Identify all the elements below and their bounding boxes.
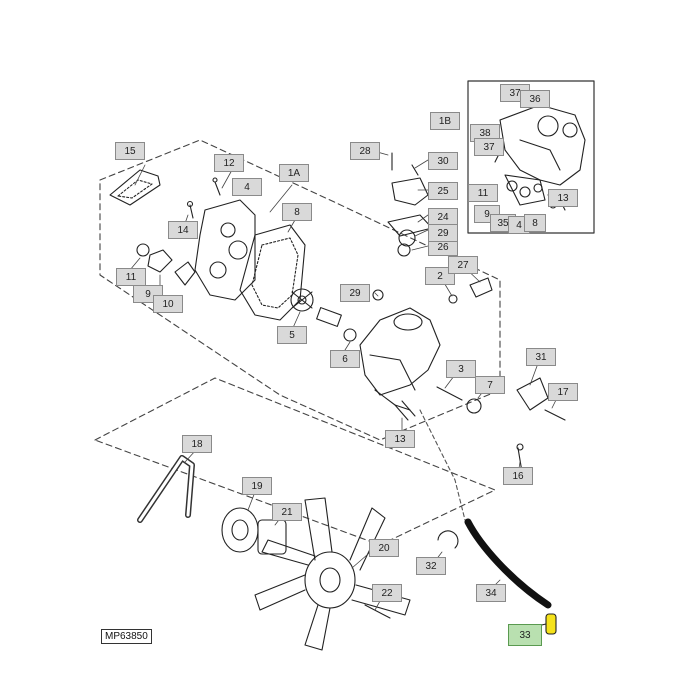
hose-clamp — [437, 530, 459, 549]
callout-11b[interactable]: 11 — [468, 184, 498, 202]
callout-36[interactable]: 36 — [520, 90, 550, 108]
callout-12[interactable]: 12 — [214, 154, 244, 172]
callout-21[interactable]: 21 — [272, 503, 302, 521]
callout-18[interactable]: 18 — [182, 435, 212, 453]
callout-3[interactable]: 3 — [446, 360, 476, 378]
callout-1a[interactable]: 1A — [279, 164, 309, 182]
radiator-hose — [464, 518, 552, 609]
thermostat — [398, 229, 416, 247]
thermostat-gasket — [387, 214, 433, 237]
callout-25[interactable]: 25 — [428, 182, 458, 200]
callout-14[interactable]: 14 — [168, 221, 198, 239]
cover-14 — [147, 249, 173, 273]
detail-inset-frame — [467, 80, 595, 234]
callout-29a[interactable]: 29 — [340, 284, 370, 302]
callout-8b[interactable]: 8 — [524, 214, 546, 232]
thermostat-cover — [391, 177, 429, 206]
callout-37b[interactable]: 37 — [474, 138, 504, 156]
callout-17[interactable]: 17 — [548, 383, 578, 401]
callout-10[interactable]: 10 — [153, 295, 183, 313]
o-ring-11 — [136, 243, 150, 257]
bolt-12 — [214, 181, 221, 196]
gasket-15 — [109, 169, 161, 206]
callout-1b[interactable]: 1B — [430, 112, 460, 130]
shaft-seal — [316, 307, 342, 327]
sender-27 — [469, 277, 493, 298]
pump-housing — [359, 307, 441, 396]
pulley-7 — [466, 398, 482, 414]
callout-20[interactable]: 20 — [369, 539, 399, 557]
fan-pulley — [221, 507, 259, 553]
callout-4a[interactable]: 4 — [232, 178, 262, 196]
stud-3 — [436, 386, 463, 401]
callout-6[interactable]: 6 — [330, 350, 360, 368]
figure-reference: MP63850 — [101, 629, 152, 644]
plate-10 — [174, 261, 196, 286]
fan-spacer — [257, 519, 287, 555]
callout-19[interactable]: 19 — [242, 477, 272, 495]
callout-32[interactable]: 32 — [416, 557, 446, 575]
callout-31[interactable]: 31 — [526, 348, 556, 366]
callout-16[interactable]: 16 — [503, 467, 533, 485]
bolt-13 — [394, 400, 416, 421]
callout-11a[interactable]: 11 — [116, 268, 146, 286]
callout-13b[interactable]: 13 — [548, 189, 578, 207]
callout-7[interactable]: 7 — [475, 376, 505, 394]
callout-33-highlighted[interactable]: 33 — [508, 624, 542, 646]
plug-6 — [343, 328, 357, 342]
callout-15[interactable]: 15 — [115, 142, 145, 160]
timing-cover — [194, 199, 256, 301]
callout-34[interactable]: 34 — [476, 584, 506, 602]
callout-8a[interactable]: 8 — [282, 203, 312, 221]
bolt-17 — [544, 409, 566, 421]
callout-28[interactable]: 28 — [350, 142, 380, 160]
callout-30[interactable]: 30 — [428, 152, 458, 170]
gasket-8-left — [239, 224, 306, 321]
fan-bolt — [364, 604, 391, 619]
callout-2[interactable]: 2 — [425, 267, 455, 285]
callout-29b[interactable]: 29 — [428, 224, 458, 242]
callout-5[interactable]: 5 — [277, 326, 307, 344]
bracket-31 — [516, 377, 549, 411]
callout-13a[interactable]: 13 — [385, 430, 415, 448]
callout-22[interactable]: 22 — [372, 584, 402, 602]
impeller-5 — [290, 288, 314, 312]
callout-27[interactable]: 27 — [448, 256, 478, 274]
